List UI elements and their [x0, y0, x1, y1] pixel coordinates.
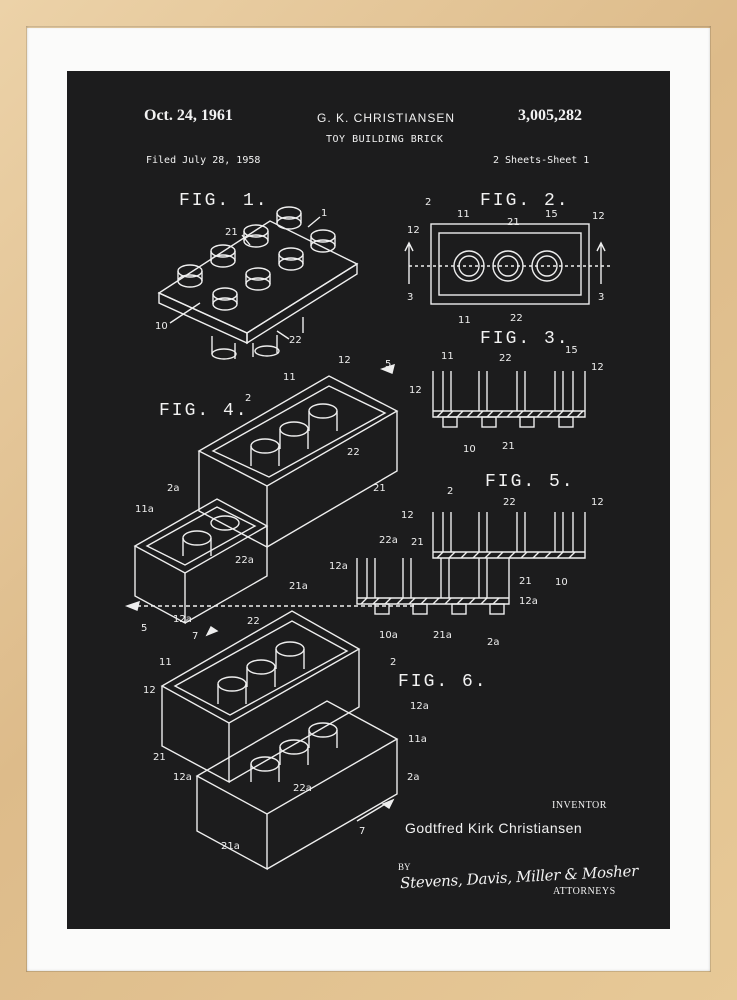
- svg-text:12: 12: [401, 510, 414, 521]
- svg-text:7: 7: [359, 826, 365, 837]
- svg-text:12a: 12a: [173, 772, 192, 783]
- svg-text:22a: 22a: [293, 783, 312, 794]
- svg-text:11: 11: [159, 657, 172, 668]
- patent-drawing: 1 21 10 22 3 3 2 11 21 15 12 12 11 22: [124, 197, 611, 871]
- fig1-label: FIG. 1.: [179, 191, 269, 211]
- fig6-label: FIG. 6.: [398, 672, 488, 692]
- fig5-label: FIG. 5.: [485, 472, 575, 492]
- patent-title: TOY BUILDING BRICK: [326, 134, 444, 145]
- svg-text:3: 3: [407, 292, 413, 303]
- svg-text:22: 22: [247, 616, 260, 627]
- svg-text:22a: 22a: [379, 535, 398, 546]
- svg-text:21: 21: [153, 752, 166, 763]
- svg-text:2: 2: [447, 486, 453, 497]
- svg-text:15: 15: [565, 345, 578, 356]
- svg-text:12a: 12a: [410, 701, 429, 712]
- fig6-bricks: 7 7 11 22 2 12 12a 11a 21 12a 22a 2a 21a: [143, 610, 429, 871]
- svg-text:21a: 21a: [433, 630, 452, 641]
- svg-text:22: 22: [347, 447, 360, 458]
- svg-text:10: 10: [555, 577, 568, 588]
- fig4-stacked-bricks: 5 5 11 12 2 22 21 2a 11a 22a 21a 12a: [124, 355, 417, 634]
- svg-text:10: 10: [155, 321, 168, 332]
- filed-date: Filed July 28, 1958: [146, 155, 261, 166]
- svg-text:11: 11: [458, 315, 471, 326]
- fig2-top-view: 3 3 2 11 21 15 12 12 11 22: [404, 197, 611, 326]
- svg-text:22: 22: [510, 313, 523, 324]
- svg-text:12a: 12a: [329, 561, 348, 572]
- patent-date: Oct. 24, 1961: [144, 107, 233, 124]
- fig4-label: FIG. 4.: [159, 401, 249, 421]
- svg-text:2: 2: [390, 657, 396, 668]
- svg-text:11a: 11a: [408, 734, 427, 745]
- svg-text:12: 12: [591, 497, 604, 508]
- svg-text:10a: 10a: [379, 630, 398, 641]
- svg-text:2a: 2a: [167, 483, 180, 494]
- svg-text:12a: 12a: [519, 596, 538, 607]
- patent-number: 3,005,282: [518, 107, 582, 124]
- svg-text:21: 21: [519, 576, 532, 587]
- svg-text:12: 12: [407, 225, 420, 236]
- svg-text:21: 21: [225, 227, 238, 238]
- svg-text:21: 21: [373, 483, 386, 494]
- attorneys-label: ATTORNEYS: [553, 886, 616, 897]
- svg-text:21: 21: [502, 441, 515, 452]
- svg-text:2: 2: [245, 393, 251, 404]
- fig3-label: FIG. 3.: [480, 329, 570, 349]
- svg-text:11a: 11a: [135, 504, 154, 515]
- svg-text:12: 12: [143, 685, 156, 696]
- patent-print: 1 21 10 22 3 3 2 11 21 15 12 12 11 22: [67, 71, 670, 929]
- fig1-brick-drawing: 1 21 10 22: [155, 206, 359, 360]
- svg-text:11: 11: [441, 351, 454, 362]
- inventor-short-name: G. K. CHRISTIANSEN: [317, 111, 456, 125]
- svg-text:21a: 21a: [289, 581, 308, 592]
- svg-text:22a: 22a: [235, 555, 254, 566]
- fig2-label: FIG. 2.: [480, 191, 570, 211]
- svg-text:5: 5: [141, 623, 147, 634]
- svg-text:1: 1: [321, 208, 327, 219]
- svg-text:15: 15: [545, 209, 558, 220]
- svg-text:22: 22: [289, 335, 302, 346]
- svg-text:12a: 12a: [173, 614, 192, 625]
- svg-text:12: 12: [409, 385, 422, 396]
- svg-text:12: 12: [591, 362, 604, 373]
- fig5-cross-section: 2 22 12 12 22a 21 12a 21 10 12a 10a 21a …: [329, 486, 604, 648]
- svg-text:11: 11: [283, 372, 296, 383]
- svg-text:22: 22: [503, 497, 516, 508]
- svg-text:10: 10: [463, 444, 476, 455]
- svg-text:2: 2: [425, 197, 431, 208]
- svg-text:21: 21: [507, 217, 520, 228]
- svg-text:2a: 2a: [407, 772, 420, 783]
- svg-text:11: 11: [457, 209, 470, 220]
- inventor-full-name: Godtfred Kirk Christiansen: [405, 820, 583, 836]
- svg-text:21a: 21a: [221, 841, 240, 852]
- fig3-cross-section: 11 22 15 12 12 10 21: [409, 345, 604, 455]
- svg-text:12: 12: [592, 211, 605, 222]
- sheet-count: 2 Sheets-Sheet 1: [493, 155, 590, 166]
- svg-text:2a: 2a: [487, 637, 500, 648]
- svg-text:21: 21: [411, 537, 424, 548]
- svg-text:7: 7: [192, 631, 198, 642]
- svg-text:5: 5: [385, 359, 391, 370]
- svg-text:22: 22: [499, 353, 512, 364]
- by-label: BY: [398, 862, 411, 872]
- svg-text:12: 12: [338, 355, 351, 366]
- inventor-label: INVENTOR: [552, 800, 607, 811]
- svg-text:3: 3: [598, 292, 604, 303]
